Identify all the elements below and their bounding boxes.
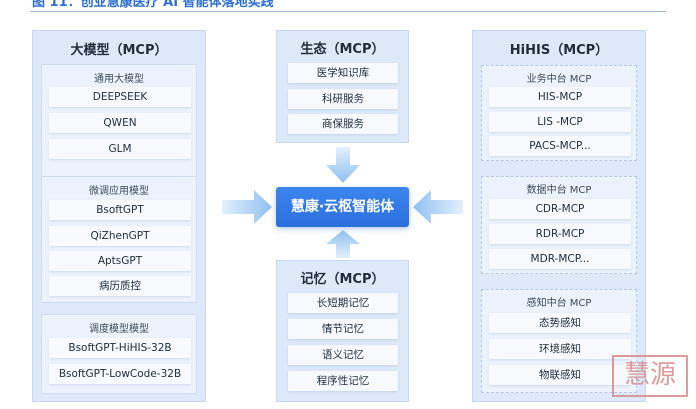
item-lis-mcp: LIS -MCP: [489, 112, 631, 132]
item-qwen: QWEN: [49, 113, 191, 133]
arrow-right-icon: [222, 190, 272, 224]
group-title-perception-platform: 感知中台 MCP: [526, 298, 592, 309]
right-panel-hihis: HiHIS（MCP） 业务中台 MCP HIS-MCP LIS -MCP PAC…: [472, 30, 646, 402]
group-title-business-platform: 业务中台 MCP: [526, 74, 592, 85]
watermark-stamp: 慧源: [612, 355, 688, 397]
item-bsoftgpt: BsoftGPT: [49, 200, 191, 220]
top-panel-ecosystem: 生态（MCP） 医学知识库 科研服务 商保服务: [276, 30, 409, 143]
group-title-general-models: 通用大模型: [94, 74, 144, 85]
item-episodic-memory: 情节记忆: [288, 319, 398, 339]
item-deepseek: DEEPSEEK: [49, 87, 191, 107]
left-panel-large-models: 大模型（MCP） 通用大模型 DEEPSEEK QWEN GLM 微调应用模型 …: [32, 30, 206, 402]
group-general-models: 通用大模型 DEEPSEEK QWEN GLM: [41, 64, 197, 193]
arrow-up-icon: [326, 230, 360, 258]
left-panel-title: 大模型（MCP）: [70, 43, 168, 58]
item-rdr-mcp: RDR-MCP: [489, 224, 631, 244]
group-scheduling-models: 调度模型模型 BsoftGPT-HiHIS-32B BsoftGPT-LowCo…: [41, 314, 197, 394]
arrow-left-icon: [413, 190, 463, 224]
item-research-service: 科研服务: [288, 89, 398, 109]
item-insurance-service: 商保服务: [288, 114, 398, 134]
item-iot-awareness: 物联感知: [489, 365, 631, 385]
item-environment-awareness: 环境感知: [489, 339, 631, 359]
item-procedural-memory: 程序性记忆: [288, 371, 398, 391]
group-title-data-platform: 数据中台 MCP: [526, 185, 592, 196]
group-finetuned-models: 微调应用模型 BsoftGPT QiZhenGPT AptsGPT 病历质控: [41, 176, 197, 303]
group-title-scheduling-models: 调度模型模型: [89, 324, 149, 335]
core-agent: 慧康·云枢智能体: [276, 187, 409, 227]
item-his-mcp: HIS-MCP: [489, 87, 631, 107]
item-qizhengpt: QiZhenGPT: [49, 226, 191, 246]
item-hihis-32b: BsoftGPT-HiHIS-32B: [49, 338, 191, 358]
item-record-qc: 病历质控: [49, 276, 191, 296]
bottom-panel-memory: 记忆（MCP） 长短期记忆 情节记忆 语义记忆 程序性记忆: [276, 260, 409, 402]
item-semantic-memory: 语义记忆: [288, 345, 398, 365]
group-perception-platform: 感知中台 MCP 态势感知 环境感知 物联感知: [481, 289, 637, 393]
item-long-short-memory: 长短期记忆: [288, 293, 398, 313]
item-mdr-mcp: MDR-MCP...: [489, 249, 631, 269]
top-panel-title: 生态（MCP）: [300, 42, 385, 57]
item-cdr-mcp: CDR-MCP: [489, 199, 631, 219]
item-situational-awareness: 态势感知: [489, 313, 631, 333]
group-data-platform: 数据中台 MCP CDR-MCP RDR-MCP MDR-MCP...: [481, 176, 637, 274]
item-aptsgpt: AptsGPT: [49, 251, 191, 271]
group-business-platform: 业务中台 MCP HIS-MCP LIS -MCP PACS-MCP...: [481, 65, 637, 161]
group-title-finetuned-models: 微调应用模型: [89, 186, 149, 197]
arrow-down-icon: [326, 147, 360, 183]
right-panel-title: HiHIS（MCP）: [509, 43, 609, 58]
item-glm: GLM: [49, 139, 191, 159]
bottom-panel-title: 记忆（MCP）: [300, 272, 385, 287]
figure-caption: 图 11：创业慧康医疗 AI 智能体落地实践: [32, 0, 274, 10]
item-medical-kb: 医学知识库: [288, 63, 398, 83]
caption-rule: [30, 11, 666, 12]
item-pacs-mcp: PACS-MCP...: [489, 136, 631, 156]
item-lowcode-32b: BsoftGPT-LowCode-32B: [49, 364, 191, 384]
